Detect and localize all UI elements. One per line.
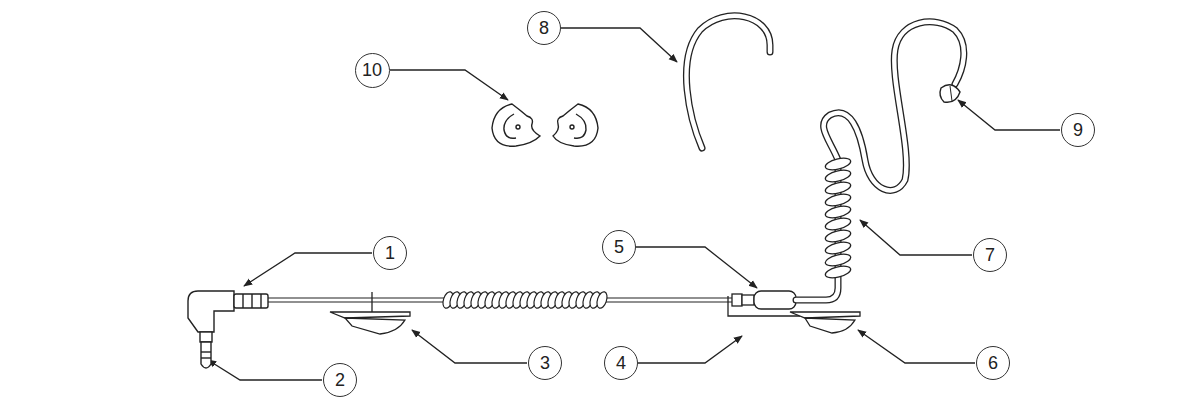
plug-tip: [201, 342, 211, 368]
leader-line: [636, 247, 757, 288]
callout-circle: 4: [604, 346, 638, 380]
coiled-cable: [441, 291, 609, 310]
cable: [605, 301, 732, 302]
coil-turn: [824, 204, 852, 220]
ear-hook-outline: [686, 16, 770, 148]
coil-turn: [824, 216, 852, 232]
cable: [268, 297, 445, 298]
connector-ring: [732, 294, 742, 306]
leader-lines: [208, 28, 1060, 380]
callout-circle: 7: [973, 238, 1007, 272]
strain-rib: [260, 294, 261, 308]
callout-circle: 1: [373, 236, 407, 270]
callout-number: 7: [985, 246, 995, 264]
callout-circle: 3: [528, 346, 562, 380]
clip-jaw: [330, 312, 410, 318]
callout-circle: 5: [602, 230, 636, 264]
coil-turn: [824, 252, 852, 268]
callout-circle: 6: [976, 346, 1010, 380]
callout-circle: 8: [527, 11, 561, 45]
leader-line: [858, 330, 975, 363]
leader-line: [958, 100, 1060, 130]
callout-number: 1: [385, 244, 395, 262]
callout-number: 6: [988, 354, 998, 372]
coil-turn: [824, 192, 852, 208]
coil-turn: [824, 240, 852, 256]
leader-line: [390, 70, 508, 100]
clip-stem: [371, 292, 372, 312]
ear-mold-left: [492, 104, 540, 146]
callout-number: 4: [616, 354, 626, 372]
clip-jaw: [790, 312, 860, 318]
cable-clip: [330, 292, 410, 334]
coiled-tube: [824, 156, 852, 280]
ear-mold-edge: [574, 114, 586, 138]
clip-body: [805, 318, 855, 333]
coil-turn: [824, 228, 852, 244]
coil-turn: [824, 168, 852, 184]
ear-tip-rim: [950, 86, 952, 101]
strain-relief: [234, 294, 268, 308]
leader-line: [561, 28, 677, 62]
ear-tip: [940, 85, 960, 102]
ear-mold-hole: [516, 125, 520, 129]
callout-number: 9: [1073, 121, 1083, 139]
callout-circle: 10: [355, 53, 390, 88]
connector-ring: [742, 295, 754, 305]
plug-sleeve: [200, 332, 212, 342]
plug: [188, 291, 268, 368]
callout-number: 8: [539, 19, 549, 37]
coil-turn: [824, 156, 852, 172]
clip-body: [345, 318, 405, 334]
acoustic-tube: [796, 22, 964, 300]
ear-molds: [492, 104, 598, 146]
ear-mold-right: [553, 104, 598, 146]
leader-line: [208, 360, 322, 380]
leader-line: [412, 330, 527, 363]
strain-rib: [251, 294, 252, 308]
callout-circle: 9: [1061, 113, 1095, 147]
callout-number: 3: [540, 354, 550, 372]
callout-number: 2: [335, 371, 345, 389]
connector-tube: [754, 291, 796, 309]
ear-mold-hole: [570, 125, 574, 129]
callout-number: 5: [614, 238, 624, 256]
coil-turn: [824, 264, 852, 280]
acoustic-tube-outline: [796, 22, 964, 300]
cable: [268, 301, 445, 302]
cable: [605, 297, 732, 298]
coil-turn: [824, 180, 852, 196]
plug-ring: [201, 357, 211, 358]
callout-number: 10: [362, 61, 382, 79]
coil-turn: [595, 291, 609, 310]
leader-line: [244, 253, 372, 286]
clip-bracket: [728, 296, 800, 316]
ear-mold-edge: [504, 114, 516, 138]
plug-ring: [201, 351, 211, 352]
callout-circle: 2: [323, 363, 357, 397]
plug-body: [188, 291, 234, 332]
strain-rib: [242, 294, 243, 308]
ear-hook: [686, 16, 770, 148]
leader-line: [860, 220, 972, 255]
leader-line: [638, 336, 742, 363]
